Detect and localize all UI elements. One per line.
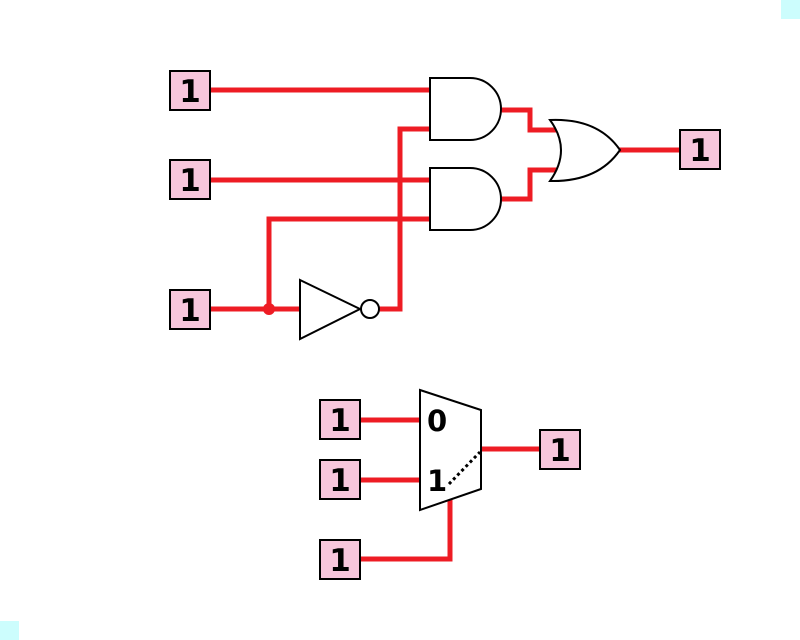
pin-value: 1: [179, 293, 201, 329]
wire-and1-to-or: [497, 107, 559, 133]
pin-value: 1: [179, 163, 201, 199]
pin-value: 1: [329, 403, 351, 439]
pin-value: 1: [549, 433, 571, 469]
not-gate[interactable]: [299, 278, 363, 341]
pin-mux-output[interactable]: 1: [539, 429, 581, 470]
and-gate-top[interactable]: [429, 77, 502, 141]
pin-and-input-b[interactable]: 1: [169, 159, 211, 200]
not-gate-bubble: [360, 299, 380, 319]
pin-mux-input-1[interactable]: 1: [319, 459, 361, 500]
mux-wires: [358, 417, 543, 562]
pin-value: 1: [179, 74, 201, 110]
pin-value: 1: [329, 543, 351, 579]
pin-and-input-a[interactable]: 1: [169, 70, 211, 111]
or-gate[interactable]: [548, 118, 622, 183]
wire-select-to-and2: [266, 216, 433, 312]
corner-mark-top-right: [781, 0, 800, 19]
wire-junction-dot: [263, 303, 275, 315]
pin-value: 1: [329, 463, 351, 499]
pin-mux-select[interactable]: 1: [319, 539, 361, 580]
wire-and2-to-or: [497, 167, 559, 202]
pin-or-output[interactable]: 1: [679, 129, 721, 170]
pin-select-input[interactable]: 1: [169, 289, 211, 330]
pin-mux-input-0[interactable]: 1: [319, 399, 361, 440]
mux-selection-line: [447, 450, 482, 486]
pin-value: 1: [689, 133, 711, 169]
wire-not-to-and1: [397, 126, 433, 312]
upper-wires: [208, 87, 683, 315]
multiplexer[interactable]: [419, 388, 482, 512]
wire-mux-select: [358, 499, 453, 562]
corner-mark-bottom-left: [0, 621, 19, 640]
mux-label-1: 1: [427, 464, 447, 498]
mux-label-0: 0: [427, 404, 447, 438]
and-gate-bottom[interactable]: [429, 167, 502, 231]
